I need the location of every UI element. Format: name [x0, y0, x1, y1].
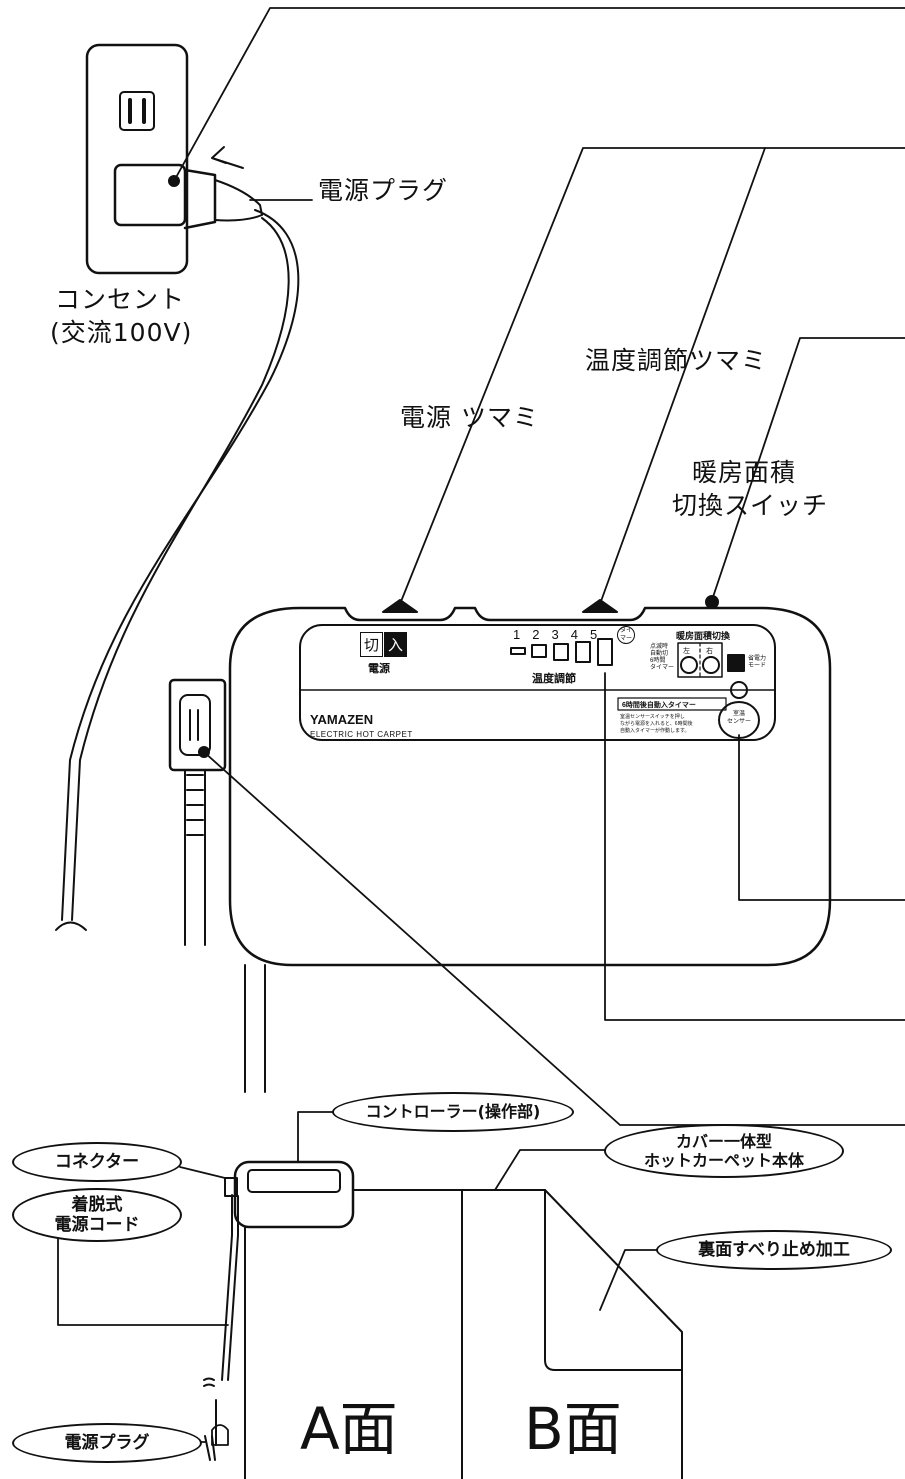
- wall-outlet: [85, 43, 189, 275]
- temp-knob-label: 温度調節ツマミ: [585, 346, 768, 375]
- connector-callout: コネクター: [12, 1142, 182, 1182]
- cord-callout: 着脱式電源コード: [12, 1188, 182, 1242]
- carpet-callout: カバー一体型ホットカーペット本体: [604, 1124, 844, 1178]
- area-switch-label-line2: 切換スイッチ: [672, 491, 829, 520]
- outlet-label-line1: コンセント: [55, 285, 186, 314]
- sensor-button-label: 室温センサー: [726, 711, 751, 725]
- timer-tag: タイマー 運転: [617, 626, 635, 644]
- outlet-label-line2: (交流100V): [50, 318, 193, 347]
- on-label: 入: [384, 632, 408, 657]
- timer-description: 室温センサースイッチを押しながら電源を入れると、6時間後自動入タイマーが作動しま…: [620, 714, 693, 734]
- area-switch-label-line1: 暖房面積: [692, 458, 797, 487]
- plug-cord: [55, 209, 300, 931]
- timer-box: 6時間後自動入タイマー: [622, 702, 696, 709]
- area-title: 暖房面積切換: [676, 631, 731, 641]
- temp-numbers: 12345: [513, 627, 610, 642]
- plug-callout: 電源プラグ: [12, 1423, 202, 1463]
- eco-mode-label: 省電力モード: [748, 656, 767, 669]
- power-label: 電源: [368, 663, 390, 675]
- controller-body: [168, 595, 832, 1093]
- right-button-label: 右: [706, 648, 713, 655]
- antislip-callout: 裏面すべり止め加工: [656, 1230, 892, 1270]
- plug-label: 電源プラグ: [318, 176, 449, 205]
- leader-lines: [173, 7, 905, 605]
- brand: YAMAZEN: [310, 712, 374, 727]
- controller-callout: コントローラー(操作部): [332, 1092, 574, 1132]
- product-name: ELECTRIC HOT CARPET: [310, 730, 413, 739]
- off-label: 切: [360, 632, 384, 657]
- outlet-plug: [113, 146, 263, 230]
- power-knob-label: 電源 ツマミ: [400, 403, 539, 432]
- face-a-label: A面: [300, 1395, 398, 1463]
- small-carpet: [57, 1111, 683, 1479]
- face-b-label: B面: [524, 1395, 622, 1463]
- left-button-label: 左: [683, 648, 690, 655]
- temp-label: 温度調節: [532, 673, 576, 685]
